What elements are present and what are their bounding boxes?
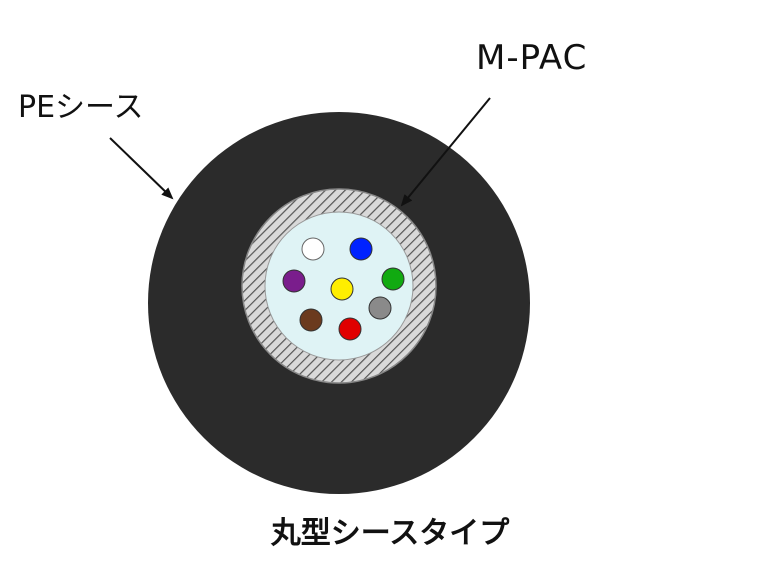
mpac-arrow bbox=[400, 97, 491, 207]
diagram-caption: 丸型シースタイプ bbox=[270, 516, 510, 551]
fiber-gray bbox=[368, 296, 392, 320]
fiber-blue bbox=[349, 237, 373, 261]
fiber-yellow bbox=[330, 277, 354, 301]
fiber-red bbox=[338, 317, 362, 341]
pe-sheath-arrow bbox=[109, 137, 174, 200]
pe-sheath-label: PEシース bbox=[18, 90, 144, 125]
fiber-green bbox=[381, 267, 405, 291]
fiber-white bbox=[301, 237, 325, 261]
fiber-brown bbox=[299, 308, 323, 332]
fiber-group bbox=[282, 237, 405, 341]
mpac-label: M-PAC bbox=[476, 38, 588, 78]
fiber-purple bbox=[282, 269, 306, 293]
